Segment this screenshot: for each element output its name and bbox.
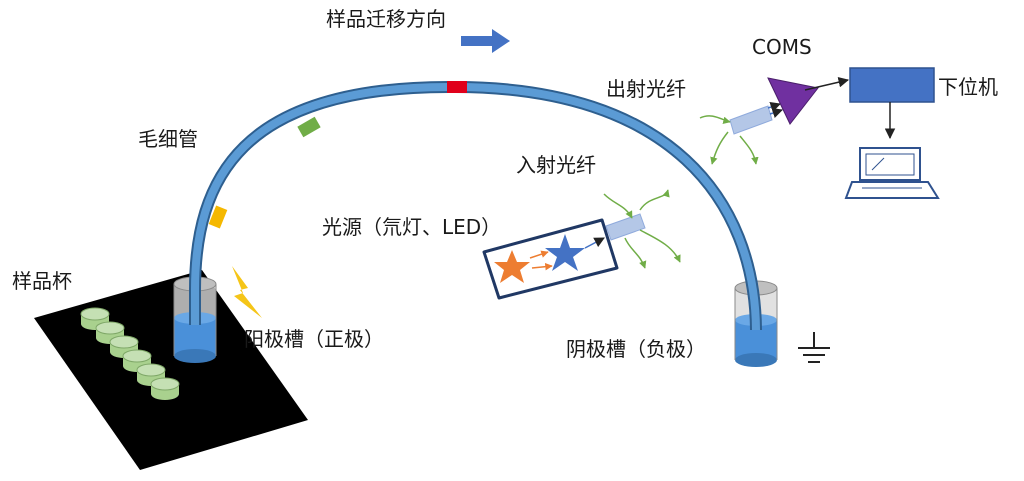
capillary xyxy=(189,80,762,331)
input-fiber-label: 入射光纤 xyxy=(516,153,596,177)
cathode-label: 阴极槽（负极） xyxy=(566,337,706,361)
output-fiber-label: 出射光纤 xyxy=(606,77,686,101)
migration-arrow xyxy=(461,29,510,53)
host-label: 下位机 xyxy=(938,75,998,99)
ground-icon xyxy=(798,332,830,363)
output-fiber xyxy=(699,102,783,165)
triangle-detector-icon xyxy=(767,77,819,125)
capillary-label: 毛细管 xyxy=(138,127,198,151)
host-box xyxy=(849,67,935,103)
input-fiber xyxy=(603,189,681,269)
band-yellow xyxy=(208,205,228,229)
star-icon xyxy=(494,250,530,283)
light-source xyxy=(482,218,619,300)
migration-label: 样品迁移方向 xyxy=(326,7,446,31)
band-green xyxy=(297,116,321,138)
sample-cup-label: 样品杯 xyxy=(12,269,72,293)
anode-label: 阳极槽（正极） xyxy=(244,327,384,351)
detector-to-host-arrow xyxy=(804,77,850,91)
detector-label: COMS xyxy=(752,35,812,59)
star-icon xyxy=(545,234,585,271)
sample-tray xyxy=(34,270,308,470)
sample-wells xyxy=(80,307,180,400)
light-source-label: 光源（氘灯、LED） xyxy=(322,215,501,239)
sample-well xyxy=(150,377,180,400)
band-red xyxy=(447,81,467,93)
lightning-icon xyxy=(232,266,262,318)
laptop-icon xyxy=(844,147,940,199)
